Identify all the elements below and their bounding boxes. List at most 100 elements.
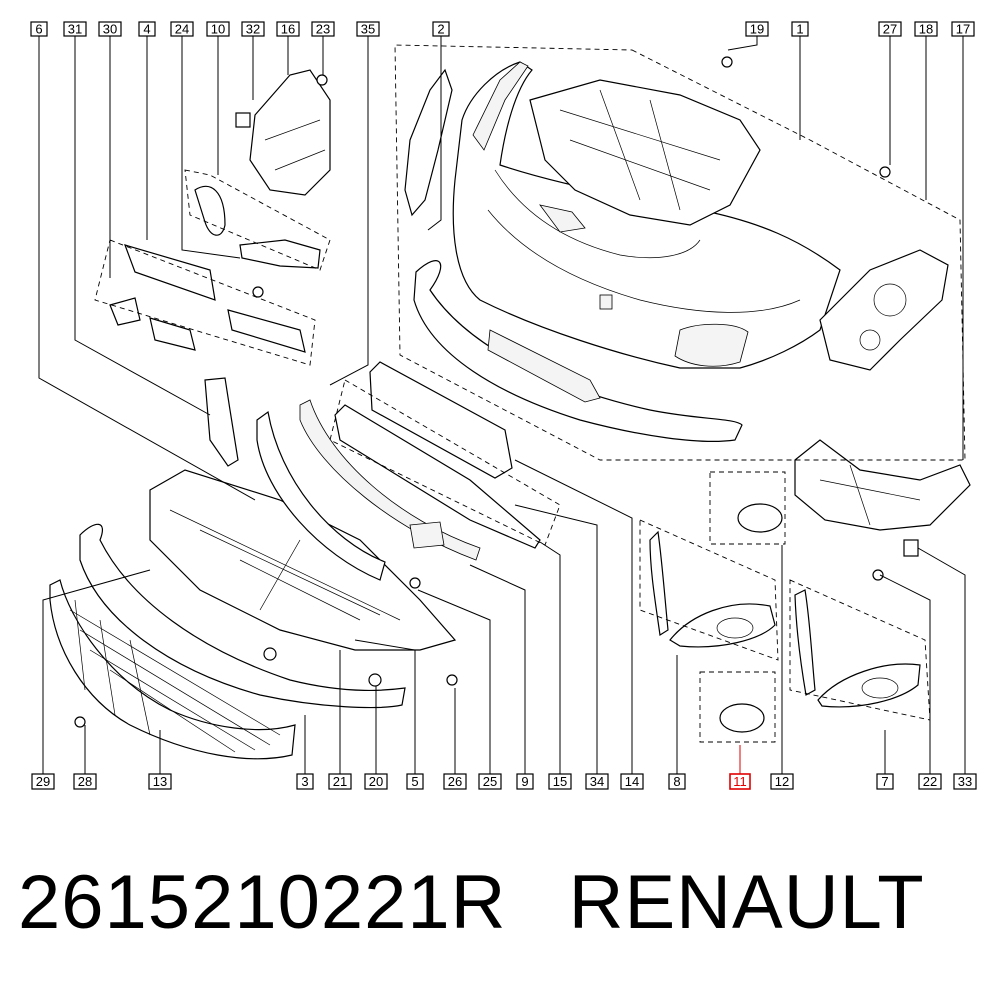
deflector-4 xyxy=(124,244,216,301)
svg-text:34: 34 xyxy=(590,774,604,789)
svg-text:28: 28 xyxy=(78,774,92,789)
svg-text:8: 8 xyxy=(673,774,680,789)
part-number: 2615210221R xyxy=(18,860,507,945)
callouts-bottom: 29 28 13 3 21 20 5 26 25 9 15 34 14 8 11… xyxy=(31,773,977,790)
svg-text:32: 32 xyxy=(246,22,260,37)
right-side-bracket xyxy=(819,249,949,371)
svg-text:13: 13 xyxy=(153,774,167,789)
callout: 14 xyxy=(620,773,644,790)
bracket-6 xyxy=(204,377,239,467)
callout: 27 xyxy=(878,21,902,37)
grille-14 xyxy=(334,404,541,549)
callout: 28 xyxy=(73,773,97,790)
callout: 13 xyxy=(148,773,172,790)
fog-lamp-ring-12 xyxy=(737,503,783,533)
callout: 18 xyxy=(914,21,938,37)
svg-text:6: 6 xyxy=(35,22,42,37)
svg-text:23: 23 xyxy=(316,22,330,37)
upper-absorber xyxy=(529,79,761,226)
svg-text:21: 21 xyxy=(333,774,347,789)
parts-layer xyxy=(49,56,971,760)
svg-text:35: 35 xyxy=(361,22,375,37)
svg-text:10: 10 xyxy=(211,22,225,37)
callout: 33 xyxy=(953,773,977,790)
svg-text:12: 12 xyxy=(775,774,789,789)
callout: 24 xyxy=(170,21,194,37)
svg-text:26: 26 xyxy=(448,774,462,789)
callout: 19 xyxy=(745,21,769,37)
callout: 4 xyxy=(138,21,156,37)
callout: 25 xyxy=(478,773,502,790)
grille-34 xyxy=(369,361,513,479)
leader-lines xyxy=(38,36,966,778)
callout: 29 xyxy=(31,773,55,790)
svg-text:3: 3 xyxy=(301,774,308,789)
lower-undertray xyxy=(149,469,457,651)
part-caption: 2615210221R RENAULT xyxy=(18,858,988,948)
callout: 22 xyxy=(918,773,942,790)
svg-text:25: 25 xyxy=(483,774,497,789)
strip-15 xyxy=(299,399,481,561)
fog-lamp-ring-11 xyxy=(719,703,765,733)
deflector-4b xyxy=(227,309,306,353)
callout: 10 xyxy=(206,21,230,37)
callout: 6 xyxy=(30,21,48,37)
trim-9b xyxy=(409,521,445,549)
callout: 5 xyxy=(406,773,424,790)
svg-text:1: 1 xyxy=(796,22,803,37)
svg-text:24: 24 xyxy=(175,22,189,37)
svg-text:14: 14 xyxy=(625,774,639,789)
fog-lamp-bezel-left xyxy=(669,603,776,648)
svg-text:15: 15 xyxy=(553,774,567,789)
fog-lamp-bezel-right xyxy=(817,663,921,708)
bracket-2 xyxy=(404,68,453,217)
callout: 31 xyxy=(63,21,87,37)
callout: 2 xyxy=(432,21,450,37)
svg-text:7: 7 xyxy=(881,774,888,789)
svg-text:30: 30 xyxy=(103,22,117,37)
lower-grille xyxy=(49,579,296,760)
svg-text:2: 2 xyxy=(437,22,444,37)
callout: 30 xyxy=(98,21,122,37)
svg-text:27: 27 xyxy=(883,22,897,37)
reinforcement-24 xyxy=(239,239,321,269)
svg-text:29: 29 xyxy=(36,774,50,789)
right-lower-bracket xyxy=(794,439,971,531)
callout: 3 xyxy=(296,773,314,790)
bracket-7 xyxy=(794,589,816,696)
callout: 26 xyxy=(443,773,467,790)
callout: 8 xyxy=(668,773,686,790)
callout: 7 xyxy=(876,773,894,790)
svg-text:18: 18 xyxy=(919,22,933,37)
chrome-strip-9 xyxy=(256,410,386,581)
brand-name: RENAULT xyxy=(568,860,925,945)
svg-text:20: 20 xyxy=(369,774,383,789)
fasteners xyxy=(74,56,919,728)
callout: 35 xyxy=(356,21,380,37)
svg-text:22: 22 xyxy=(923,774,937,789)
callout: 23 xyxy=(311,21,335,37)
svg-text:16: 16 xyxy=(281,22,295,37)
callouts-top: 6 31 30 4 24 10 32 16 23 35 2 19 1 27 18… xyxy=(30,21,975,37)
clips-30 xyxy=(109,297,196,351)
bracket-16 xyxy=(249,69,331,196)
svg-text:11: 11 xyxy=(733,774,747,789)
callout: 20 xyxy=(364,773,388,790)
exploded-parts-diagram: 6 31 30 4 24 10 32 16 23 35 2 19 1 27 18… xyxy=(30,21,977,790)
svg-text:5: 5 xyxy=(411,774,418,789)
callout: 12 xyxy=(770,773,794,790)
svg-text:19: 19 xyxy=(750,22,764,37)
callout: 9 xyxy=(516,773,534,790)
callout: 34 xyxy=(585,773,609,790)
callout-highlighted: 11 xyxy=(729,773,751,790)
bracket-8 xyxy=(649,530,669,636)
callout: 1 xyxy=(791,21,809,37)
svg-text:9: 9 xyxy=(521,774,528,789)
svg-text:33: 33 xyxy=(958,774,972,789)
svg-text:17: 17 xyxy=(956,22,970,37)
strip-35 xyxy=(472,61,529,151)
lower-spoiler xyxy=(413,260,743,442)
callout: 32 xyxy=(241,21,265,37)
svg-text:31: 31 xyxy=(68,22,82,37)
lower-rail xyxy=(79,523,406,709)
